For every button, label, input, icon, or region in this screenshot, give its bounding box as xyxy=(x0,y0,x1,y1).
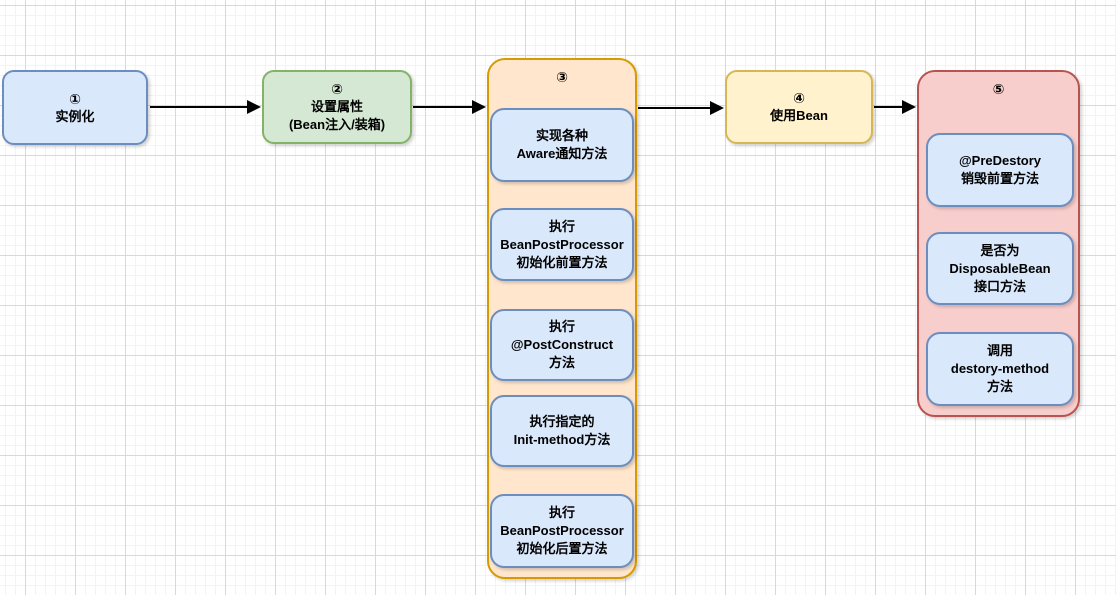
node-label: 执行 BeanPostProcessor 初始化前置方法 xyxy=(500,218,624,270)
step-number: ① xyxy=(69,90,81,107)
node-beanpostprocessor-before-init: 执行 BeanPostProcessor 初始化前置方法 xyxy=(490,208,634,281)
step-number: ② xyxy=(331,81,343,97)
node-label: 使用Bean xyxy=(770,108,828,123)
node-instantiation: ① 实例化 xyxy=(2,70,148,145)
node-use-bean: ④ 使用Bean xyxy=(725,70,873,144)
container-initialization: ③ 实现各种 Aware通知方法 执行 BeanPostProcessor 初始… xyxy=(487,58,637,579)
node-label: 实现各种 Aware通知方法 xyxy=(516,128,608,161)
node-label: 调用 destory-method 方法 xyxy=(950,343,1050,394)
node-label: 执行指定的 Init-method方法 xyxy=(513,414,611,447)
node-label: 执行 @PostConstruct 方法 xyxy=(510,319,614,370)
node-aware-methods: 实现各种 Aware通知方法 xyxy=(490,108,634,182)
node-label: @PreDestory 销毁前置方法 xyxy=(958,153,1042,186)
step-number: ⑤ xyxy=(992,81,1005,97)
node-predestroy: @PreDestory 销毁前置方法 xyxy=(926,133,1074,207)
node-destroy-method: 调用 destory-method 方法 xyxy=(926,332,1074,406)
step-number: ③ xyxy=(556,69,568,85)
node-label: 是否为 DisposableBean 接口方法 xyxy=(949,242,1051,294)
node-beanpostprocessor-after-init: 执行 BeanPostProcessor 初始化后置方法 xyxy=(490,494,634,568)
node-init-method: 执行指定的 Init-method方法 xyxy=(490,395,634,467)
node-label: 实例化 xyxy=(55,108,95,124)
container-destruction: ⑤ @PreDestory 销毁前置方法 是否为 DisposableBean … xyxy=(917,70,1080,417)
node-label: 执行 BeanPostProcessor 初始化后置方法 xyxy=(500,505,624,556)
node-postconstruct: 执行 @PostConstruct 方法 xyxy=(490,309,634,381)
node-label: 设置属性 (Bean注入/装箱) xyxy=(288,99,386,132)
step-number: ④ xyxy=(793,90,805,106)
node-set-properties: ② 设置属性 (Bean注入/装箱) xyxy=(262,70,412,144)
node-disposablebean-check: 是否为 DisposableBean 接口方法 xyxy=(926,232,1074,305)
